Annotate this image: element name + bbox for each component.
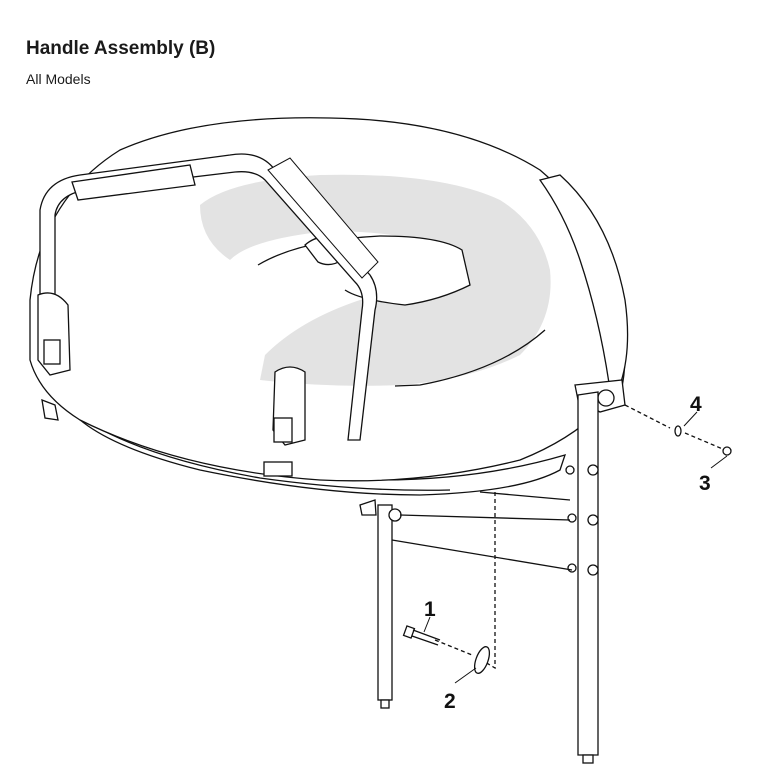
latch-center: [263, 366, 306, 477]
callout-4: 4: [690, 393, 702, 416]
part-2-washer: [473, 646, 491, 674]
part-3-nut: [722, 446, 732, 456]
part-4-washer: [674, 425, 682, 437]
handle-leg-left: [377, 504, 393, 701]
page-subtitle: All Models: [26, 71, 91, 87]
part-1-bolt: [402, 625, 441, 646]
callout-1: 1: [424, 598, 436, 621]
callout-3: 3: [699, 472, 711, 495]
latch-left: [37, 292, 71, 421]
callout-2: 2: [444, 690, 456, 713]
handle-grip-left: [71, 164, 196, 201]
dome-top-shade: [200, 174, 551, 386]
handle-grip-right: [267, 157, 379, 279]
page-title: Handle Assembly (B): [26, 38, 216, 59]
handle-leg-right: [577, 391, 599, 756]
assembly-line-dashed: [484, 404, 726, 670]
